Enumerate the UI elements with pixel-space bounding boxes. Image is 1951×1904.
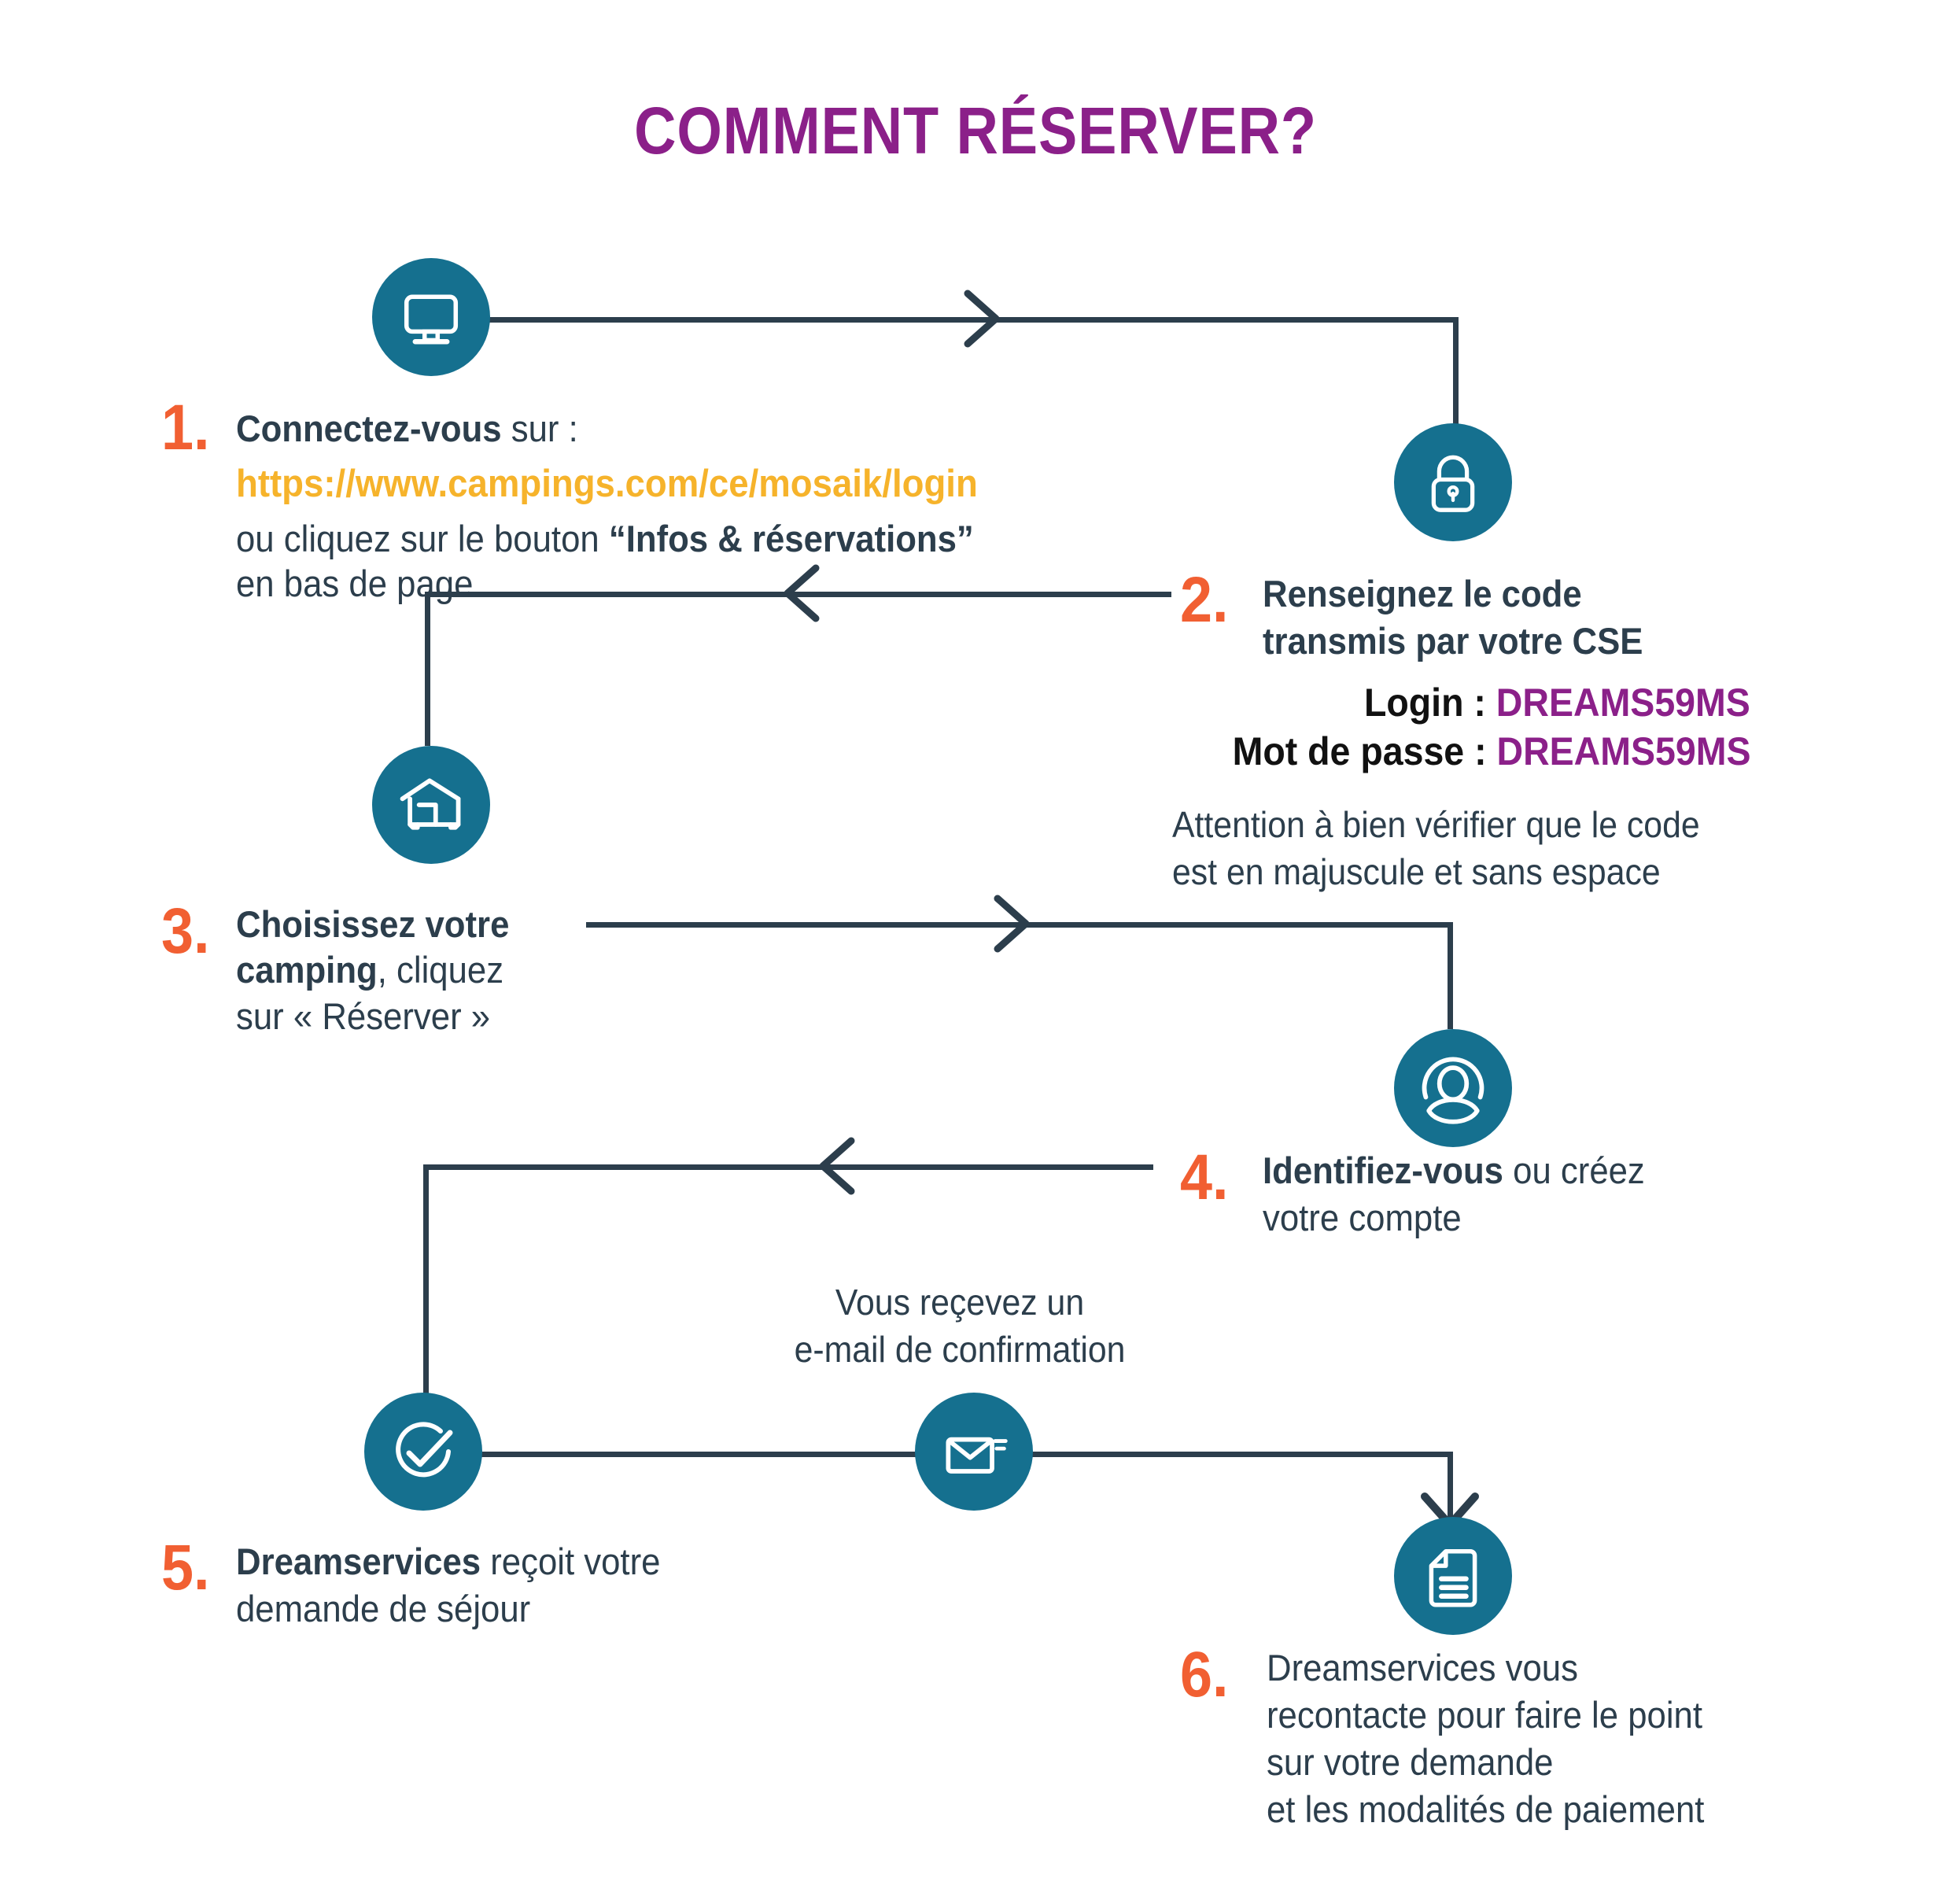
step-4-number: 4. <box>1180 1142 1229 1213</box>
document-icon <box>1394 1517 1512 1635</box>
credential-password-label: Mot de passe : <box>1232 729 1497 773</box>
connector-step2-to-step3-horizontal <box>425 592 1171 597</box>
step-4-line-2: votre compte <box>1263 1197 1462 1238</box>
credential-login: Login : DREAMS59MS <box>1364 678 1750 727</box>
arrow-left-icon-step2 <box>784 564 820 622</box>
step-1-line-1: Connectez-vous sur : <box>236 405 578 452</box>
credential-login-label: Login : <box>1364 681 1497 725</box>
step-1-bold: Connectez-vous <box>236 408 502 449</box>
page-title: COMMENT RÉSERVER? <box>634 94 1317 168</box>
step-3-line-1: Choisissez votre <box>236 901 509 948</box>
connector-step4-to-step5-vertical <box>423 1164 429 1416</box>
step-1-line3-bold: “Infos & réservations” <box>608 518 974 559</box>
step-4-rest: ou créez <box>1503 1149 1645 1191</box>
check-circle-icon <box>364 1393 482 1511</box>
credential-password-value: DREAMS59MS <box>1496 729 1750 773</box>
connector-step4-to-step5-horizontal <box>423 1164 1153 1170</box>
step-5-bold: Dreamservices <box>236 1541 481 1582</box>
mobile-home-glyph <box>400 778 461 830</box>
email-note-line-2: e-mail de confirmation <box>794 1329 1126 1370</box>
step-1-number: 1. <box>161 392 210 463</box>
step-1-line3-pre: ou cliquez sur le bouton <box>236 518 609 559</box>
padlock-glyph <box>1431 455 1475 512</box>
step-2-bold-1: Renseignez le code <box>1263 573 1582 614</box>
step-3-bold-2: camping <box>236 949 378 991</box>
connector-step3-to-step4-vertical <box>1448 922 1453 1029</box>
step-6-number: 6. <box>1180 1639 1229 1710</box>
arrow-left-icon-step4 <box>819 1137 855 1195</box>
connector-step1-to-step2-horizontal <box>489 317 1459 323</box>
step-4-line-1: Identifiez-vous ou créez <box>1263 1147 1645 1194</box>
step-2-line-2: transmis par votre CSE <box>1263 618 1643 665</box>
arrow-right-icon-step3 <box>994 895 1030 953</box>
connector-step1-to-step2-vertical <box>1453 317 1459 443</box>
step-1-line-3: ou cliquez sur le bouton “Infos & réserv… <box>236 515 974 563</box>
connector-step5-to-mail <box>470 1452 927 1457</box>
step-2-bold-2: transmis par votre CSE <box>1263 620 1643 662</box>
envelope-send-icon <box>915 1393 1033 1511</box>
user-account-icon <box>1394 1029 1512 1147</box>
step-6-line-1: Dreamservices vous <box>1267 1647 1578 1688</box>
step-6-line-2: recontacte pour faire le point <box>1267 1694 1703 1736</box>
monitor-glyph <box>404 294 459 345</box>
step-5-rest: reçoit votre <box>481 1541 661 1582</box>
credential-login-value: DREAMS59MS <box>1496 681 1750 725</box>
credential-password: Mot de passe : DREAMS59MS <box>1232 727 1750 776</box>
step-5-line-1: Dreamservices reçoit votre <box>236 1538 660 1585</box>
step-2-line-1: Renseignez le code <box>1263 570 1582 618</box>
step-3-line-2: camping, cliquez <box>236 946 503 994</box>
step-5-number: 5. <box>161 1532 210 1603</box>
document-glyph <box>1429 1548 1477 1607</box>
connector-mail-to-step6-vertical <box>1448 1452 1453 1522</box>
check-glyph <box>396 1422 453 1478</box>
step-2-note-line-2: est en majuscule et sans espace <box>1172 851 1661 892</box>
email-note-line-1: Vous reçevez un <box>835 1282 1085 1323</box>
step-2-note-line-1: Attention à bien vérifier que le code <box>1172 804 1700 845</box>
step-6-line-4: et les modalités de paiement <box>1267 1788 1705 1830</box>
step-6-line-3: sur votre demande <box>1267 1741 1554 1783</box>
step-3-number: 3. <box>161 895 210 967</box>
step-2-number: 2. <box>1180 564 1229 636</box>
lock-icon <box>1394 423 1512 541</box>
step-3-line-3: sur « Réserver » <box>236 995 491 1037</box>
connector-step2-to-step3-vertical <box>425 592 430 746</box>
connector-mail-to-step6-horizontal <box>1023 1452 1453 1457</box>
step-3-rest: , cliquez <box>377 949 504 991</box>
envelope-glyph <box>946 1437 1008 1474</box>
step-1-line-4: en bas de page <box>236 563 474 604</box>
step-3-bold-1: Choisissez votre <box>236 903 510 945</box>
camping-house-icon <box>372 746 490 864</box>
step-1-rest: sur : <box>501 408 578 449</box>
step-1-url[interactable]: https://www.campings.com/ce/mosaik/login <box>236 463 978 505</box>
step-4-bold: Identifiez-vous <box>1263 1149 1503 1191</box>
avatar-glyph <box>1422 1057 1484 1124</box>
arrow-right-icon-step1 <box>964 290 1000 348</box>
step-5-line-2: demande de séjour <box>236 1588 531 1629</box>
monitor-icon <box>372 258 490 376</box>
